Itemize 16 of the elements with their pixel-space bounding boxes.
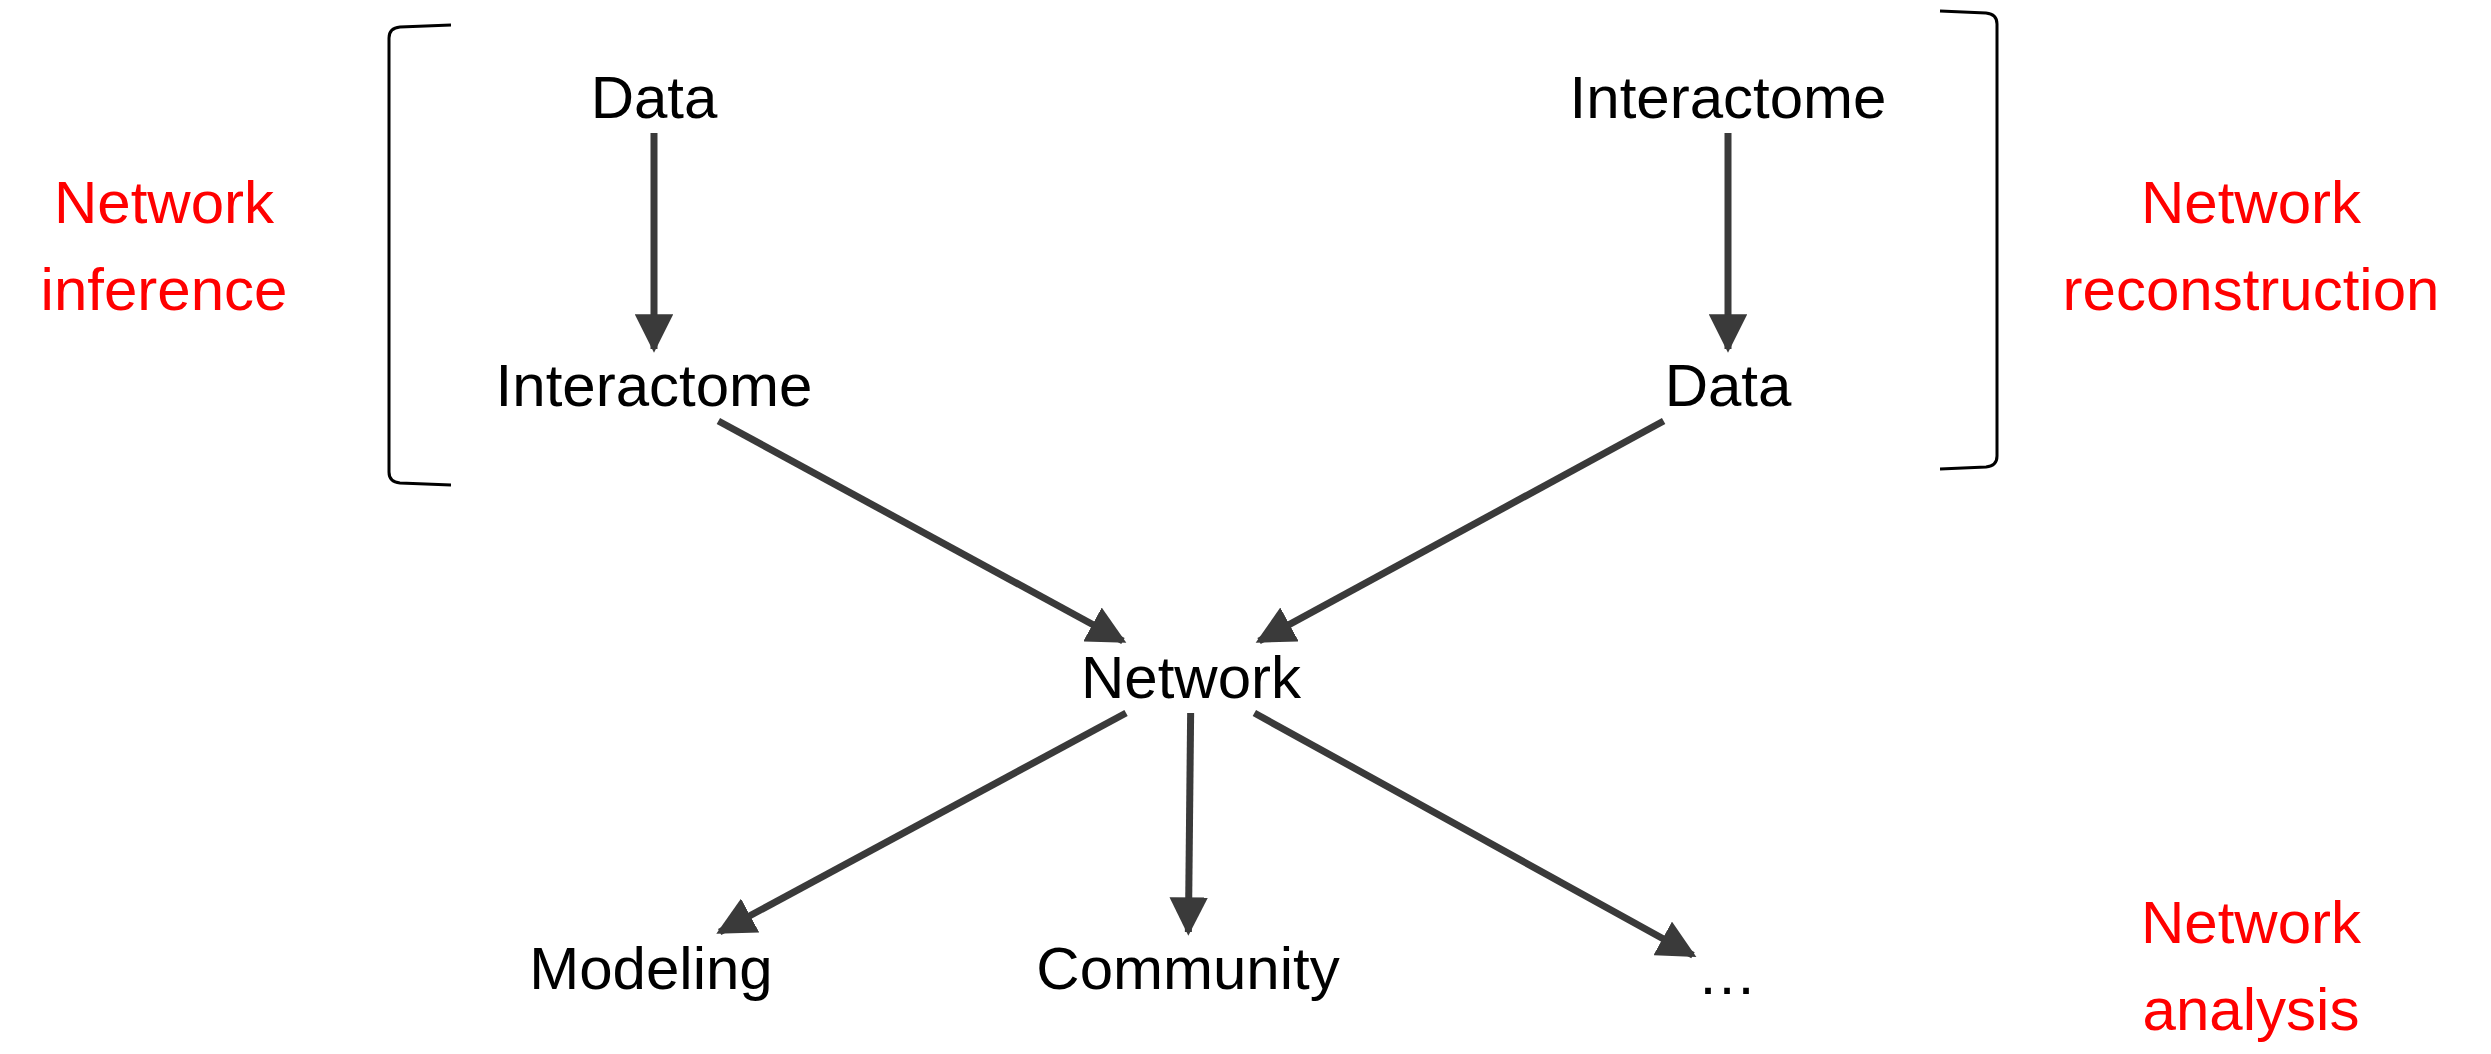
node-label: Interactome xyxy=(495,353,813,419)
node-label: Data xyxy=(1664,353,1792,419)
arrow xyxy=(1169,712,1208,936)
arrow xyxy=(716,709,1128,936)
node-label: … xyxy=(1697,941,1757,1007)
section-label: Network inference xyxy=(40,168,288,325)
section-label: Network analysis xyxy=(2140,888,2362,1045)
node-label: Modeling xyxy=(529,936,773,1002)
arrow xyxy=(716,417,1127,645)
node-label: Interactome xyxy=(1569,65,1887,131)
node-label: Community xyxy=(1036,936,1340,1002)
node-label: Data xyxy=(590,65,718,131)
arrow xyxy=(1252,709,1697,959)
arrow xyxy=(1255,417,1666,645)
section-label: Network reconstruction xyxy=(2062,168,2440,325)
node-label: Network xyxy=(1080,645,1302,711)
